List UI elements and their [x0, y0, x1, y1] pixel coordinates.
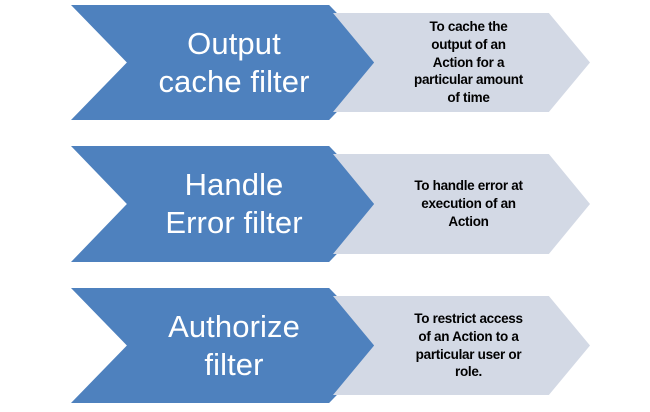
chevron-primary-label: Authorize filter: [168, 308, 300, 382]
chevron-secondary-output-cache-filter[interactable]: To cache the output of an Action for a p…: [333, 13, 590, 112]
chevron-secondary-label: To handle error at execution of an Actio…: [414, 178, 523, 229]
chevron-primary-output-cache-filter[interactable]: Output cache filter: [71, 5, 385, 120]
chevron-primary-handle-error-filter[interactable]: Handle Error filter: [71, 146, 385, 262]
chevron-secondary-authorize-filter[interactable]: To restrict access of an Action to a par…: [333, 296, 590, 395]
chevron-primary-label: Output cache filter: [158, 25, 310, 99]
chevron-secondary-label: To restrict access of an Action to a par…: [414, 310, 523, 380]
chevron-primary-authorize-filter[interactable]: Authorize filter: [71, 288, 385, 403]
chevron-secondary-handle-error-filter[interactable]: To handle error at execution of an Actio…: [333, 154, 590, 254]
chevron-primary-label: Handle Error filter: [165, 167, 303, 240]
chevron-secondary-label: To cache the output of an Action for a p…: [414, 18, 523, 106]
